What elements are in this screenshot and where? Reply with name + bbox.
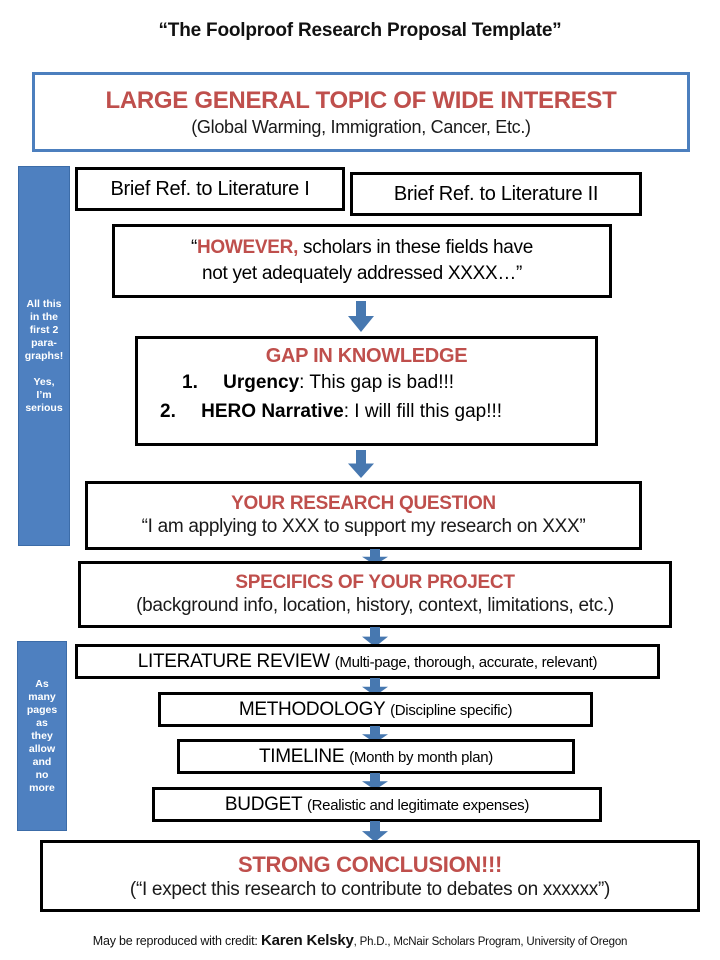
literature-review-detail: (Multi-page, thorough, accurate, relevan… <box>334 653 598 671</box>
conclusion-subtext: (“I expect this research to contribute t… <box>129 878 611 900</box>
timeline-detail: (Month by month plan) <box>349 748 493 766</box>
arrow-down-icon <box>348 450 374 478</box>
however-open-quote: “ <box>190 237 197 258</box>
brief-ref-2-label: Brief Ref. to Literature II <box>393 182 599 205</box>
large-topic-heading: LARGE GENERAL TOPIC OF WIDE INTEREST <box>105 86 617 114</box>
brief-ref-1-label: Brief Ref. to Literature I <box>110 177 310 200</box>
timeline-title: TIMELINE <box>259 745 350 767</box>
specifics-subtext: (background info, location, history, con… <box>136 595 614 616</box>
arrow-down-icon <box>362 773 388 790</box>
box-literature-review: LITERATURE REVIEW (Multi-page, thorough,… <box>75 644 660 679</box>
research-question-heading: YOUR RESEARCH QUESTION <box>231 493 496 514</box>
box-large-general-topic: LARGE GENERAL TOPIC OF WIDE INTEREST (Gl… <box>32 72 690 152</box>
sidebar-as-many-pages: As many pages as they allow and no more <box>17 641 67 831</box>
credit-line: May be reproduced with credit: Karen Kel… <box>0 932 720 949</box>
arrow-down-icon <box>362 726 388 743</box>
methodology-title: METHODOLOGY <box>238 698 391 720</box>
arrow-down-icon <box>362 549 388 565</box>
gap-heading: GAP IN KNOWLEDGE <box>265 345 468 367</box>
box-strong-conclusion: STRONG CONCLUSION!!! (“I expect this res… <box>40 840 700 912</box>
literature-review-title: LITERATURE REVIEW <box>137 650 335 672</box>
arrow-down-icon <box>348 301 374 332</box>
conclusion-heading: STRONG CONCLUSION!!! <box>237 851 503 877</box>
budget-title: BUDGET <box>224 793 307 815</box>
gap-item-1: 1. Urgency: This gap is bad!!! <box>182 368 595 397</box>
gap-item-2-number: 2. <box>160 401 176 422</box>
gap-item-1-rest: : This gap is bad!!! <box>299 372 455 393</box>
sidebar-first-two-paragraphs: All this in the first 2 para- graphs! Ye… <box>18 166 70 546</box>
gap-item-1-number: 1. <box>182 372 198 393</box>
sidebar-first-two-paragraphs-label: All this in the first 2 para- graphs! Ye… <box>24 297 64 414</box>
specifics-heading: SPECIFICS OF YOUR PROJECT <box>235 572 515 593</box>
methodology-detail: (Discipline specific) <box>390 701 513 719</box>
gap-item-2-rest: : I will fill this gap!!! <box>343 401 503 422</box>
box-timeline: TIMELINE (Month by month plan) <box>177 739 575 774</box>
box-specifics-of-project: SPECIFICS OF YOUR PROJECT (background in… <box>78 561 672 628</box>
large-topic-subtext: (Global Warming, Immigration, Cancer, Et… <box>191 116 531 137</box>
box-budget: BUDGET (Realistic and legitimate expense… <box>152 787 602 822</box>
however-line2: not yet adequately addressed XXXX…” <box>201 263 523 284</box>
gap-item-2: 2. HERO Narrative: I will fill this gap!… <box>160 397 595 426</box>
box-methodology: METHODOLOGY (Discipline specific) <box>158 692 593 727</box>
however-emphasis: HOWEVER, <box>197 237 299 258</box>
arrow-down-icon <box>362 821 388 842</box>
box-brief-ref-literature-1: Brief Ref. to Literature I <box>75 167 345 211</box>
box-however-statement: “HOWEVER, scholars in these fields have … <box>112 224 612 298</box>
credit-suffix: , Ph.D., McNair Scholars Program, Univer… <box>353 936 628 948</box>
box-brief-ref-literature-2: Brief Ref. to Literature II <box>350 172 642 216</box>
budget-detail: (Realistic and legitimate expenses) <box>306 796 530 814</box>
box-gap-in-knowledge: GAP IN KNOWLEDGE 1. Urgency: This gap is… <box>135 336 598 446</box>
box-research-question: YOUR RESEARCH QUESTION “I am applying to… <box>85 481 642 550</box>
page-title: “The Foolproof Research Proposal Templat… <box>158 20 562 41</box>
research-question-subtext: “I am applying to XXX to support my rese… <box>141 516 586 537</box>
arrow-down-icon <box>362 678 388 696</box>
gap-item-2-bold: HERO Narrative <box>201 401 344 422</box>
credit-author-name: Karen Kelsky <box>260 932 354 949</box>
gap-item-1-bold: Urgency <box>223 372 300 393</box>
however-line1-rest: scholars in these fields have <box>298 237 534 258</box>
sidebar-as-many-pages-label: As many pages as they allow and no more <box>26 677 58 794</box>
arrow-down-icon <box>362 627 388 647</box>
credit-prefix: May be reproduced with credit: <box>92 934 261 948</box>
